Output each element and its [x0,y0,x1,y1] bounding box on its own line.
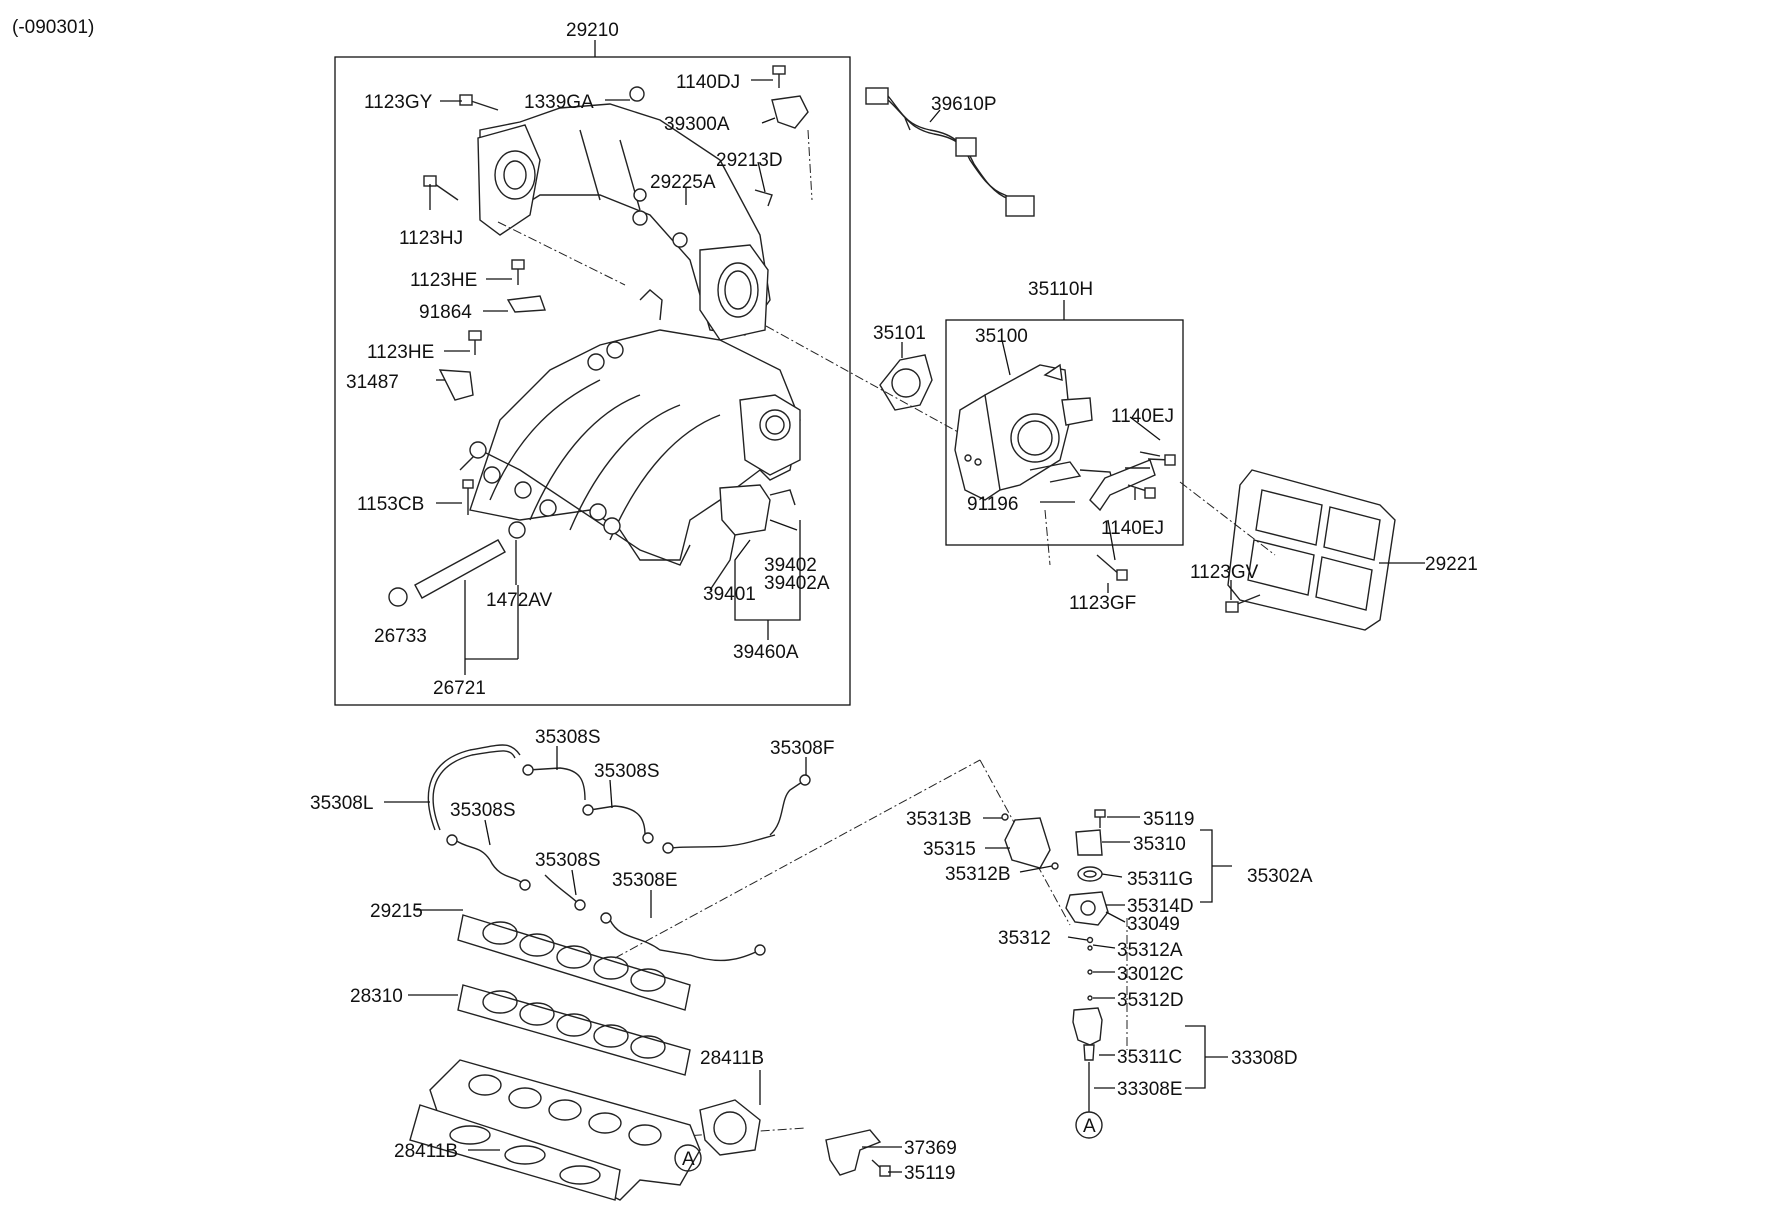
label-35119-a: 35119 [904,1163,955,1184]
label-35308s-c: 35308S [450,800,516,821]
label-29215: 29215 [370,901,423,922]
throttle-body-illustration [954,363,1176,512]
doc-code: (-090301) [12,17,94,38]
ref-a-label-right: A [1083,1116,1096,1137]
label-1472av: 1472AV [486,590,553,611]
label-35312: 35312 [998,928,1051,949]
label-35314d: 35314D [1127,896,1194,917]
label-35308s-d: 35308S [535,850,601,871]
label-1123gv: 1123GV [1190,562,1259,583]
label-91864: 91864 [419,302,472,323]
fuel-rail-parts [983,809,1232,1112]
intake-manifold-assembly-frame: 29210 [334,20,851,706]
label-37369: 37369 [904,1138,957,1159]
bracket-37369 [825,1129,902,1177]
throttle-body-frame: 35110H [945,279,1184,546]
label-35308s-b: 35308S [594,761,660,782]
label-26733: 26733 [374,626,427,647]
throttle-gasket-35101: 35101 [873,323,933,411]
label-39610p: 39610P [931,94,997,115]
bolt-1123gf: 1123GF [1069,554,1136,614]
label-35313b: 35313B [906,809,972,830]
label-1123gy: 1123GY [364,92,433,113]
label-33308e: 33308E [1117,1079,1183,1100]
label-28310: 28310 [350,986,403,1007]
label-1153cb: 1153CB [357,494,424,515]
label-35302a: 35302A [1247,866,1313,887]
bolt-1123gv: 1123GV [1190,562,1261,613]
label-91196: 91196 [967,494,1018,515]
label-31487: 31487 [346,372,399,393]
label-1339ga: 1339GA [524,92,594,113]
ref-a-label-bottom: A [682,1149,695,1170]
label-35110h: 35110H [1028,279,1093,300]
label-39402a: 39402A [764,573,830,594]
wiring-harness-39610p [865,87,1035,217]
label-35101: 35101 [873,323,926,344]
label-35315: 35315 [923,839,976,860]
ref-a-bottom: A [674,1144,702,1172]
label-33308d: 33308D [1231,1048,1298,1069]
label-35100: 35100 [975,326,1028,347]
gasket-29215: 29215 [370,901,691,1011]
label-39402: 39402 [764,555,817,576]
label-35308l: 35308L [310,793,373,814]
label-29221: 29221 [1425,554,1478,575]
label-29210: 29210 [566,20,619,41]
label-39401: 39401 [703,584,756,605]
label-35311c: 35311C [1117,1047,1182,1068]
label-35312a: 35312A [1117,940,1183,961]
label-35119-b: 35119 [1143,809,1194,830]
label-28411b-b: 28411B [394,1141,458,1162]
label-1140dj: 1140DJ [676,72,740,93]
surge-tank-illustration [477,103,771,341]
lower-intake-manifold-illustration [459,289,801,591]
label-1140ej-a: 1140EJ [1111,406,1174,427]
gasket-28310: 28310 [350,984,691,1076]
label-1123he-a: 1123HE [410,270,477,291]
label-1123hj: 1123HJ [399,228,463,249]
label-35308f: 35308F [770,738,834,759]
label-29225a: 29225A [650,172,716,193]
label-35308s-a: 35308S [535,727,601,748]
label-1123he-b: 1123HE [367,342,434,363]
fuel-hoses-illustration [427,744,811,962]
ref-a-right: A [1075,1111,1103,1139]
leaders-hoses [384,746,807,918]
label-35310: 35310 [1133,834,1186,855]
leaders-throttle [1001,339,1161,561]
label-26721: 26721 [433,678,486,699]
label-39300a: 39300A [664,114,730,135]
label-35312d: 35312D [1117,990,1184,1011]
label-29213d: 29213D [716,150,783,171]
label-35308e: 35308E [612,870,678,891]
label-28411b-a: 28411B [700,1048,764,1069]
leaders-frame [429,79,801,675]
label-33049: 33049 [1127,914,1180,935]
label-1123gf: 1123GF [1069,593,1136,614]
fasteners-inside-frame [388,65,809,607]
label-1140ej-b: 1140EJ [1101,518,1164,539]
label-35312b: 35312B [945,864,1011,885]
label-33012c: 33012C [1117,964,1184,985]
lower-manifold-28411b [409,1059,761,1201]
gasket-29221: 29221 [1227,469,1478,631]
label-35311g: 35311G [1127,869,1193,890]
label-39460a: 39460A [733,642,799,663]
